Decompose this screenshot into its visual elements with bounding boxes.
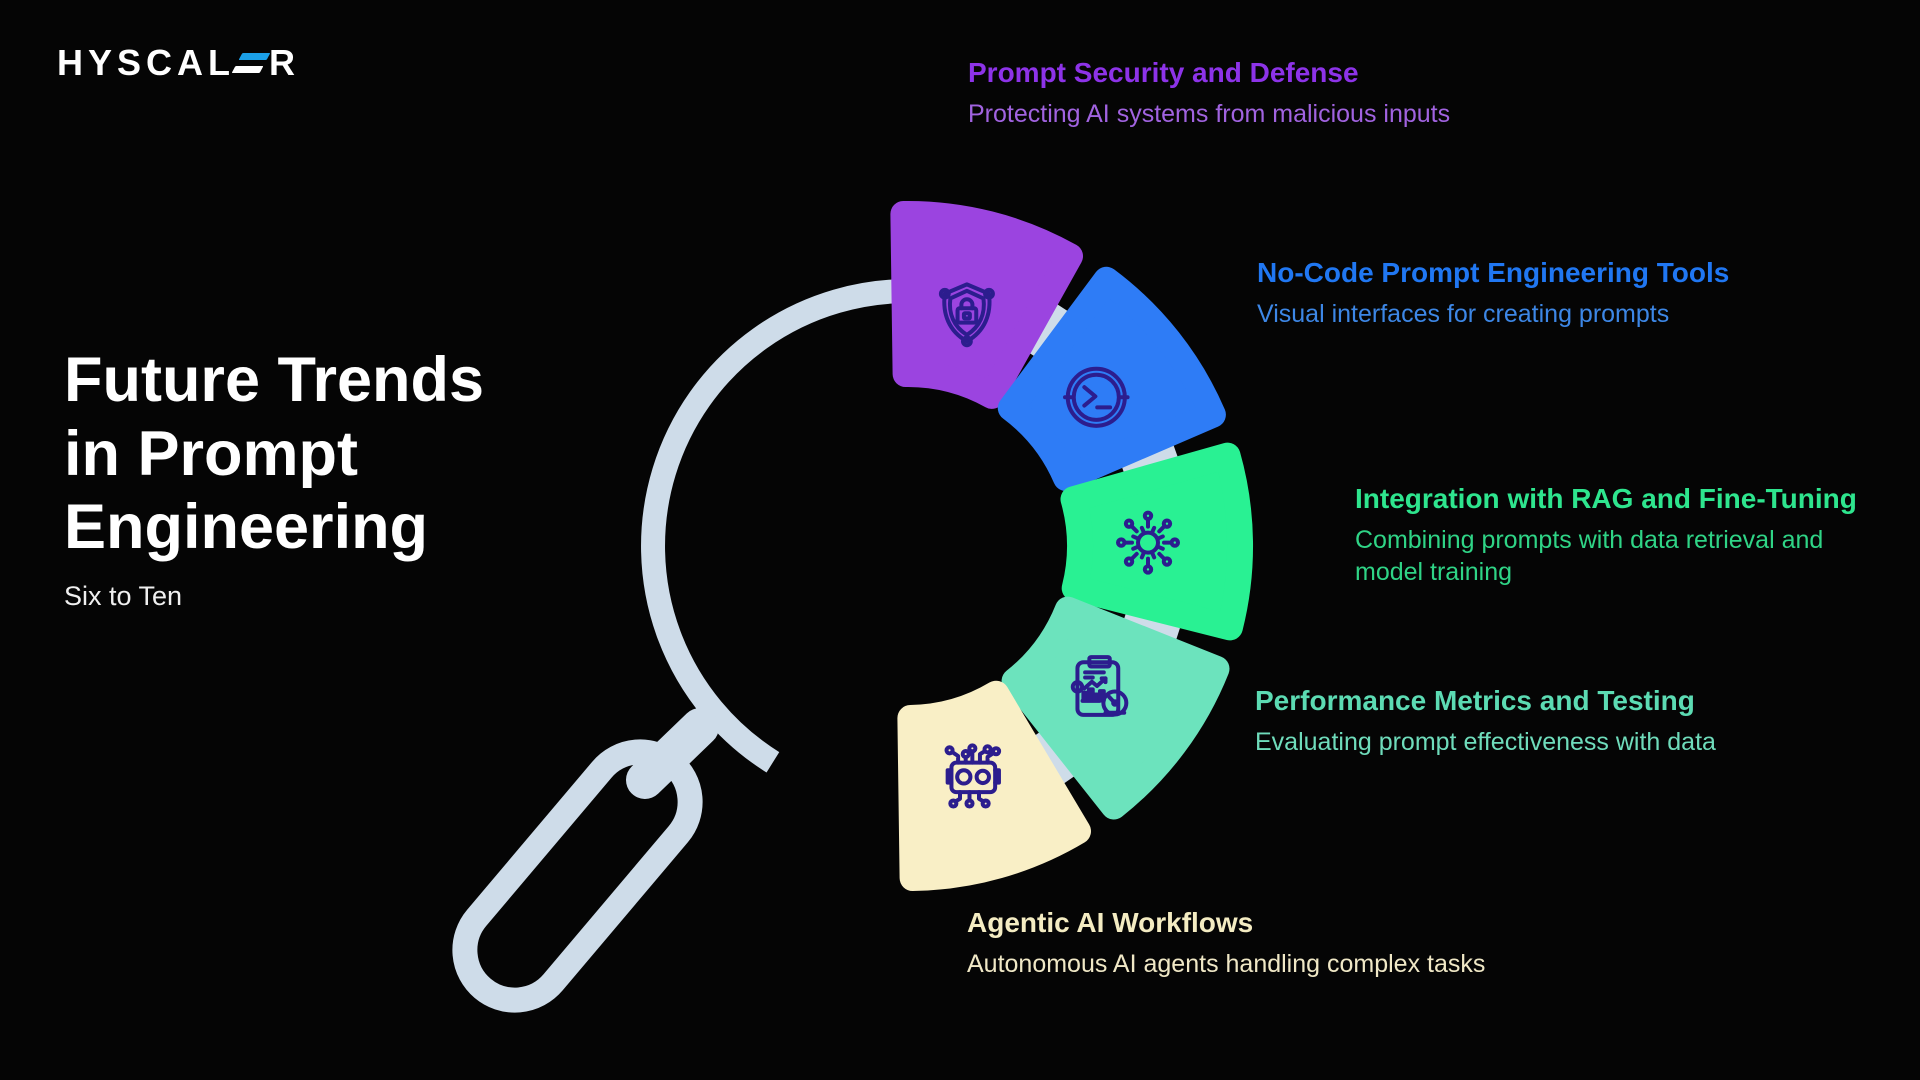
segment-description: Autonomous AI agents handling complex ta… xyxy=(967,949,1486,978)
segment-label-performance-metrics: Performance Metrics and Testing Evaluati… xyxy=(1255,684,1716,758)
hyscaler-logo: HYSCAL R xyxy=(57,42,300,84)
segment-description: Combining prompts with data retrieval an… xyxy=(1355,525,1824,586)
title-line-3: Engineering xyxy=(64,492,429,563)
segment-label-prompt-security: Prompt Security and Defense Protecting A… xyxy=(968,56,1450,130)
segment-heading: Performance Metrics and Testing xyxy=(1255,685,1695,716)
page-title: Future Trends in Prompt Engineering Six … xyxy=(64,344,484,612)
segment-heading: Agentic AI Workflows xyxy=(967,907,1254,938)
segment-gap-tick xyxy=(1121,604,1183,646)
segment-label-agentic-workflows: Agentic AI Workflows Autonomous AI agent… xyxy=(967,906,1485,980)
wedge-prompt-security xyxy=(890,200,1083,409)
magnifier-handle-grip xyxy=(452,739,703,1013)
logo-text-prefix: HYSCAL xyxy=(57,42,236,83)
segment-label-rag-fine-tuning: Integration with RAG and Fine-Tuning Com… xyxy=(1355,482,1875,588)
title-line-1: Future Trends xyxy=(64,345,485,415)
segment-gap-tick xyxy=(1021,300,1073,362)
segment-heading: Prompt Security and Defense xyxy=(968,57,1359,88)
segment-label-no-code-tools: No-Code Prompt Engineering Tools Visual … xyxy=(1257,256,1729,330)
segment-heading: Integration with RAG and Fine-Tuning xyxy=(1355,483,1857,514)
segment-description: Evaluating prompt effectiveness with dat… xyxy=(1255,727,1716,756)
segment-heading: No-Code Prompt Engineering Tools xyxy=(1257,257,1730,288)
segment-gap-tick xyxy=(1118,439,1180,482)
title-subtitle: Six to Ten xyxy=(64,581,183,612)
segment-description: Visual interfaces for creating prompts xyxy=(1257,299,1670,328)
title-line-2: in Prompt xyxy=(64,418,358,489)
magnifier-ring xyxy=(641,279,918,773)
segment-gap-tick xyxy=(1027,726,1080,787)
segment-description: Protecting AI systems from malicious inp… xyxy=(968,99,1451,128)
wedge-performance-metrics xyxy=(1001,596,1230,820)
logo-text-suffix: R xyxy=(269,42,301,83)
